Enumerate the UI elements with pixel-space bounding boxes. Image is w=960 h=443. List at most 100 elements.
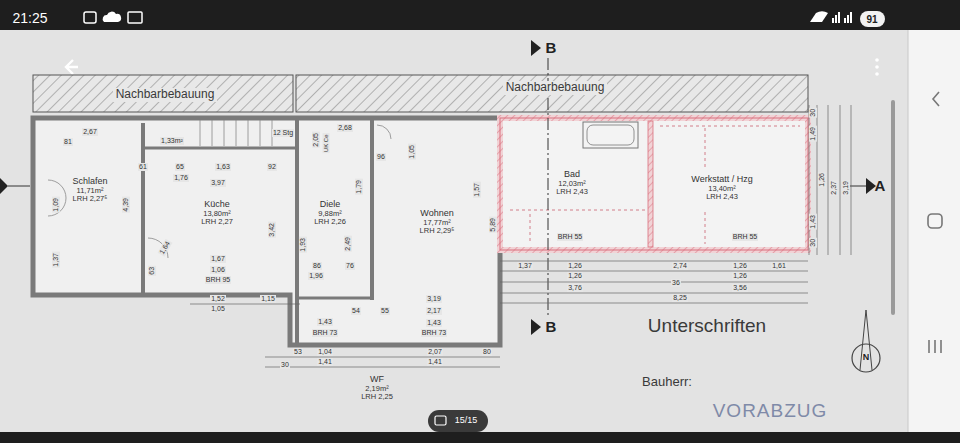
dimension-label: 30 — [809, 108, 817, 118]
room-area: 9,88m² — [314, 210, 346, 219]
dimension-label: 12 Stg — [272, 129, 294, 137]
dimension-label: 1,43 — [809, 214, 817, 230]
dimension-label: 1,09 — [52, 197, 60, 213]
room-height: LRH 2,43 — [556, 188, 588, 197]
dimension-label: 2,05 — [312, 132, 320, 148]
section-marker: B — [546, 40, 557, 57]
dimension-label: 1,76 — [173, 174, 189, 182]
dimension-label: BRH 73 — [312, 329, 339, 337]
dimension-label: 63 — [148, 266, 156, 276]
dimension-label: 2,49 — [344, 236, 352, 252]
dimension-label: 1,41 — [427, 358, 443, 366]
room-name: Bad — [556, 169, 588, 179]
room-text: Nachbarbebauung — [113, 88, 218, 102]
status-text: 21:25 — [12, 11, 47, 26]
dimension-label: 1,37 — [52, 252, 60, 268]
room: Werkstatt / Hzg13,40m²LRH 2,43 — [655, 120, 805, 248]
dimension-label: 96 — [376, 153, 386, 161]
dimension-label: 1,04 — [317, 348, 333, 356]
dimension-label: 1,43 — [426, 319, 442, 327]
dimension-label: 1,33m² — [160, 137, 184, 145]
dimension-label: 81 — [63, 138, 73, 146]
room-area: 11,71m² — [72, 187, 107, 196]
room-area: 13,40m² — [691, 185, 752, 194]
room: Diele9,88m²LRH 2,26 — [300, 130, 370, 295]
room-height: LRH 2,43 — [691, 193, 752, 202]
dimension-label: 86 — [312, 262, 322, 270]
room-text: Wohnen17,77m²LRH 2,29⁵ — [420, 208, 455, 236]
dimension-label: 2,07 — [427, 348, 443, 356]
dimension-label: 1,26 — [818, 172, 826, 188]
watermark: VORABZUG — [713, 401, 828, 422]
dimension-label: 3,76 — [567, 284, 583, 292]
dimension-label: 1,96 — [308, 272, 324, 280]
dimension-label: 1,26 — [567, 272, 583, 280]
dimension-label: 1,79 — [355, 179, 363, 195]
room-text: Schlafen11,71m²LRH 2,27⁵ — [72, 176, 107, 204]
dimension-label: BRH 73 — [421, 329, 448, 337]
room-text: WF2,19m²LRH 2,25 — [361, 374, 393, 402]
dimension-label: 2,37 — [830, 180, 838, 196]
dimension-label: 30 — [280, 361, 290, 369]
section-marker: B — [546, 319, 557, 336]
room-name: Küche — [201, 199, 233, 209]
dimension-label: 5,89 — [489, 217, 497, 233]
dimension-label: 1,93 — [299, 237, 307, 253]
dimension-label: 3,19 — [426, 295, 442, 303]
room: Bad12,03m²LRH 2,43 — [505, 120, 645, 248]
dimension-label: 1,67 — [210, 255, 226, 263]
room-height: LRH 2,27 — [201, 218, 233, 227]
north-letter: N — [863, 353, 870, 363]
dimension-label: 2,67 — [82, 128, 98, 136]
dimension-label: 3,19 — [842, 180, 850, 196]
dimension-label: 1,49 — [809, 126, 817, 142]
dimension-label: 1,52 — [210, 295, 226, 303]
room-text: Diele9,88m²LRH 2,26 — [314, 199, 346, 227]
dimension-label: 54 — [351, 307, 361, 315]
room-area: 17,77m² — [420, 219, 455, 228]
room-name: WF — [361, 374, 393, 384]
status-text: 15/15 — [455, 416, 478, 426]
band-label: Nachbarbebauung — [503, 81, 608, 95]
dimension-label: 1,26 — [567, 262, 583, 270]
room-name: Wohnen — [420, 208, 455, 218]
dimension-label: 1,05 — [210, 305, 226, 313]
dimension-label: BRH 55 — [732, 233, 759, 241]
room-area: 2,19m² — [361, 385, 393, 394]
room-height: LRH 2,25 — [361, 393, 393, 402]
room-text: Bad12,03m²LRH 2,43 — [556, 169, 588, 197]
dimension-label: 3,56 — [732, 284, 748, 292]
dimension-label: 4,39 — [122, 197, 130, 213]
dimension-label: 1,06 — [210, 266, 226, 274]
dimension-label: 65 — [175, 163, 185, 171]
dimension-label: 1,41 — [317, 358, 333, 366]
dimension-label: 30 — [809, 238, 817, 248]
room-area: 13,80m² — [201, 210, 233, 219]
battery-level: 91 — [866, 14, 877, 25]
dimension-label: 76 — [345, 262, 355, 270]
dimension-label: BRH 95 — [205, 276, 232, 284]
dimension-label: 61 — [138, 163, 148, 171]
room-name: Diele — [314, 199, 346, 209]
dimension-label: 1,43 — [317, 318, 333, 326]
dimension-label: 1,26 — [732, 272, 748, 280]
heading-text: Unterschriften — [648, 316, 766, 337]
dimension-label: 92 — [267, 163, 277, 171]
room-area: 12,03m² — [556, 180, 588, 189]
dimension-label: 1,63 — [215, 163, 231, 171]
heading-text: Bauherr: — [642, 375, 692, 389]
dimension-label: 55 — [380, 307, 390, 315]
dimension-label: BRH 55 — [557, 233, 584, 241]
room-text: Nachbarbebauung — [503, 81, 608, 95]
dimension-label: 3,97 — [210, 179, 226, 187]
room-text: Küche13,80m²LRH 2,27 — [201, 199, 233, 227]
dimension-label: 36 — [671, 279, 681, 287]
dimension-label: 1,61 — [771, 262, 787, 270]
dimension-label: 1,26 — [732, 262, 748, 270]
dimension-label: 2,68 — [337, 124, 353, 132]
room-text: Werkstatt / Hzg13,40m²LRH 2,43 — [691, 174, 752, 202]
dimension-label: 53 — [293, 348, 303, 356]
room-name: Werkstatt / Hzg — [691, 174, 752, 184]
dimension-label: 1,37 — [517, 262, 533, 270]
neighbor-building-band: Nachbarbebauung — [33, 75, 293, 112]
